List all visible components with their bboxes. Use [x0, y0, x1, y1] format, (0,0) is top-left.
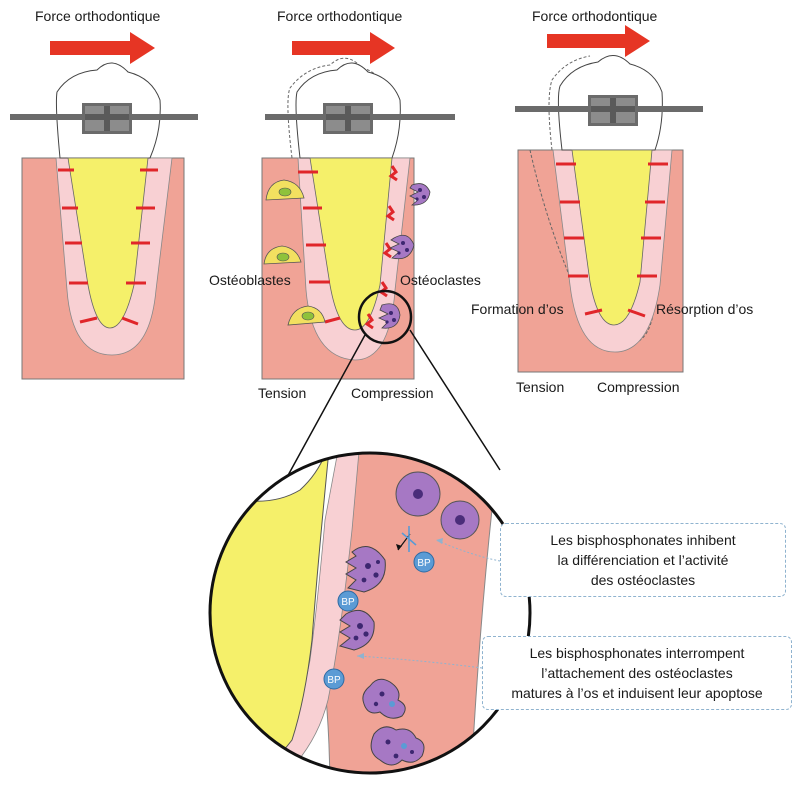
bracket-3: [588, 95, 638, 126]
osteoclast-cell: [378, 303, 401, 329]
panel-3: [515, 25, 703, 373]
osteoblast-cell: [263, 245, 302, 265]
force-arrow-2: [292, 32, 395, 64]
osteoclasts-label: Ostéoclastes: [400, 272, 481, 288]
osteoblast-cell: [265, 179, 305, 201]
callout-pointer-1: [435, 539, 501, 562]
note-line: l’attachement des ostéoclastes: [541, 665, 733, 681]
bone-formation-label: Formation d’os: [471, 301, 564, 317]
bp-badge: BP: [413, 551, 435, 573]
root-1: [67, 157, 149, 329]
compression-label-3: Compression: [597, 379, 680, 395]
note-line: Les bisphosphonates inhibent: [550, 532, 736, 548]
osteoclast-active: [345, 546, 386, 593]
osteoclast-active: [338, 609, 375, 651]
note-line: matures à l’os et induisent leur apoptos…: [511, 685, 763, 701]
root-2: [309, 157, 393, 331]
bracket-1: [82, 103, 132, 134]
note-line: la différenciation et l’activité: [557, 552, 729, 568]
osteoblasts-label: Ostéoblastes: [209, 272, 291, 288]
svg-text:BP: BP: [327, 675, 341, 686]
osteoclast-precursor: [440, 500, 480, 540]
bisphosphonate-note-inhibition: Les bisphosphonates inhibent la différen…: [500, 523, 786, 597]
bp-badge: BP: [323, 668, 345, 690]
callout-pointer-2: [356, 655, 483, 669]
bp-badge: BP: [337, 590, 359, 612]
force-label-1: Force orthodontique: [35, 8, 161, 24]
compression-label-2: Compression: [351, 385, 434, 401]
zoom-circle-border: [208, 451, 532, 775]
panel-2: [261, 32, 455, 380]
svg-text:BP: BP: [417, 558, 431, 569]
zoom-connector-left: [279, 334, 366, 491]
note-line: Les bisphosphonates interrompent: [529, 645, 745, 661]
osteoclast-apoptotic: [362, 678, 406, 719]
pdl-fibers-3: [556, 162, 668, 318]
osteoblast-cell: [287, 305, 326, 326]
tension-label-2: Tension: [258, 385, 307, 401]
force-arrow-1: [50, 32, 155, 64]
osteoclast-apoptotic: [370, 726, 425, 766]
zoom-view: BP BP BP: [208, 451, 532, 775]
root-3: [571, 149, 653, 326]
zoom-connector-right: [409, 329, 501, 471]
osteoclast-cell: [409, 183, 431, 206]
force-arrow-3: [547, 25, 650, 57]
bisphosphonate-note-apoptosis: Les bisphosphonates interrompent l’attac…: [482, 636, 792, 710]
force-label-3: Force orthodontique: [532, 8, 658, 24]
bracket-2: [323, 103, 373, 134]
pdl-fibers-1: [58, 168, 158, 326]
magnifier-circle: [357, 289, 413, 345]
bone-resorption-label: Résorption d’os: [656, 301, 754, 317]
panel-1: [10, 32, 198, 380]
note-line: des ostéoclastes: [590, 572, 696, 588]
pdl-fibers-2: [298, 165, 399, 330]
original-crown-outline-3: [548, 55, 591, 151]
force-label-2: Force orthodontique: [277, 8, 403, 24]
osteoclast-precursor: [395, 471, 441, 517]
osteoclast-cell: [389, 234, 415, 260]
tension-label-3: Tension: [516, 379, 565, 395]
svg-text:BP: BP: [341, 597, 355, 608]
